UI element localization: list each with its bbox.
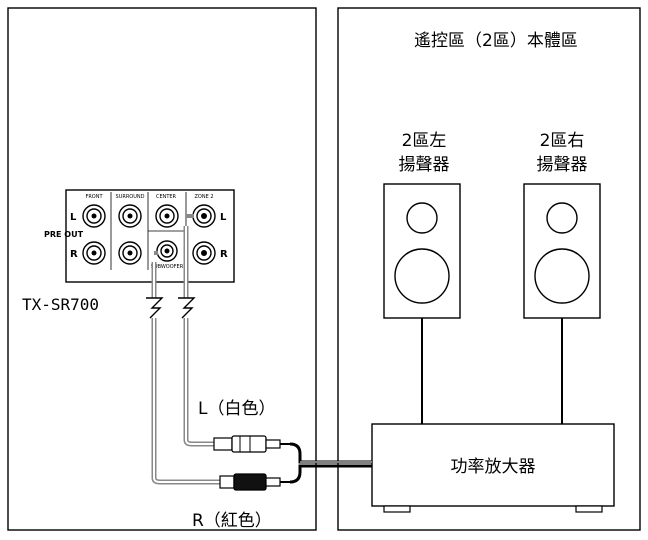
jack-zone2-r	[192, 241, 216, 265]
right-speaker-label-line1: 2區右	[540, 131, 585, 151]
rca-plug-right-red	[219, 473, 290, 491]
left-speaker-label-line1: 2區左	[402, 131, 447, 151]
amplifier-foot-left	[383, 505, 411, 513]
cable-break-symbol-2	[178, 297, 196, 319]
power-amplifier: 功率放大器	[371, 423, 615, 513]
amplifier-label: 功率放大器	[451, 457, 536, 477]
right-speaker-woofer	[534, 248, 590, 304]
receiver-model-label: TX-SR700	[22, 295, 99, 314]
amplifier-foot-right	[575, 505, 603, 513]
left-speaker-woofer	[394, 248, 450, 304]
jack-center	[155, 204, 179, 228]
panel-label-zone2: ZONE 2	[194, 194, 213, 200]
panel-label-center: CENTER	[156, 194, 177, 200]
right-speaker	[523, 183, 601, 319]
panel-label-front: FRONT	[85, 194, 103, 200]
panel-channel-l: L	[70, 212, 77, 223]
panel-channel-r: R	[70, 249, 78, 260]
jack-subwoofer	[156, 240, 178, 262]
cable-to-amplifier-lower	[289, 464, 372, 484]
panel-subwoofer-label: SUBWOOFER	[151, 264, 184, 270]
left-speaker-tweeter	[406, 202, 438, 234]
remote-zone-title: 遙控區（2區）本體區	[414, 31, 578, 51]
right-speaker-tweeter	[546, 202, 578, 234]
left-speaker-label-line2: 揚聲器	[399, 155, 450, 175]
panel-zone2-r: R	[220, 249, 228, 260]
jack-surround-l	[118, 204, 142, 228]
panel-label-surround: SURROUND	[116, 194, 145, 200]
cable-break-symbol-1	[146, 297, 164, 319]
panel-pre-out: PRE OUT	[44, 230, 84, 239]
rca-plug-left-white	[213, 435, 290, 453]
left-speaker	[383, 183, 461, 319]
cable-left-label: L（白色）	[198, 399, 275, 419]
panel-zone2-l: L	[220, 212, 227, 223]
jack-front-l	[82, 204, 106, 228]
jack-zone2-l	[192, 204, 216, 228]
cable-to-amplifier-upper	[289, 442, 372, 464]
cable-left-white	[183, 226, 214, 447]
right-speaker-label-line2: 揚聲器	[537, 155, 588, 175]
jack-front-r	[82, 241, 106, 265]
cable-right-red	[151, 262, 220, 485]
cable-right-label: R（紅色）	[192, 511, 272, 531]
receiver-rear-panel: FRONT SURROUND CENTER ZONE 2 L R L R PRE…	[44, 189, 235, 283]
jack-surround-r	[118, 241, 142, 265]
